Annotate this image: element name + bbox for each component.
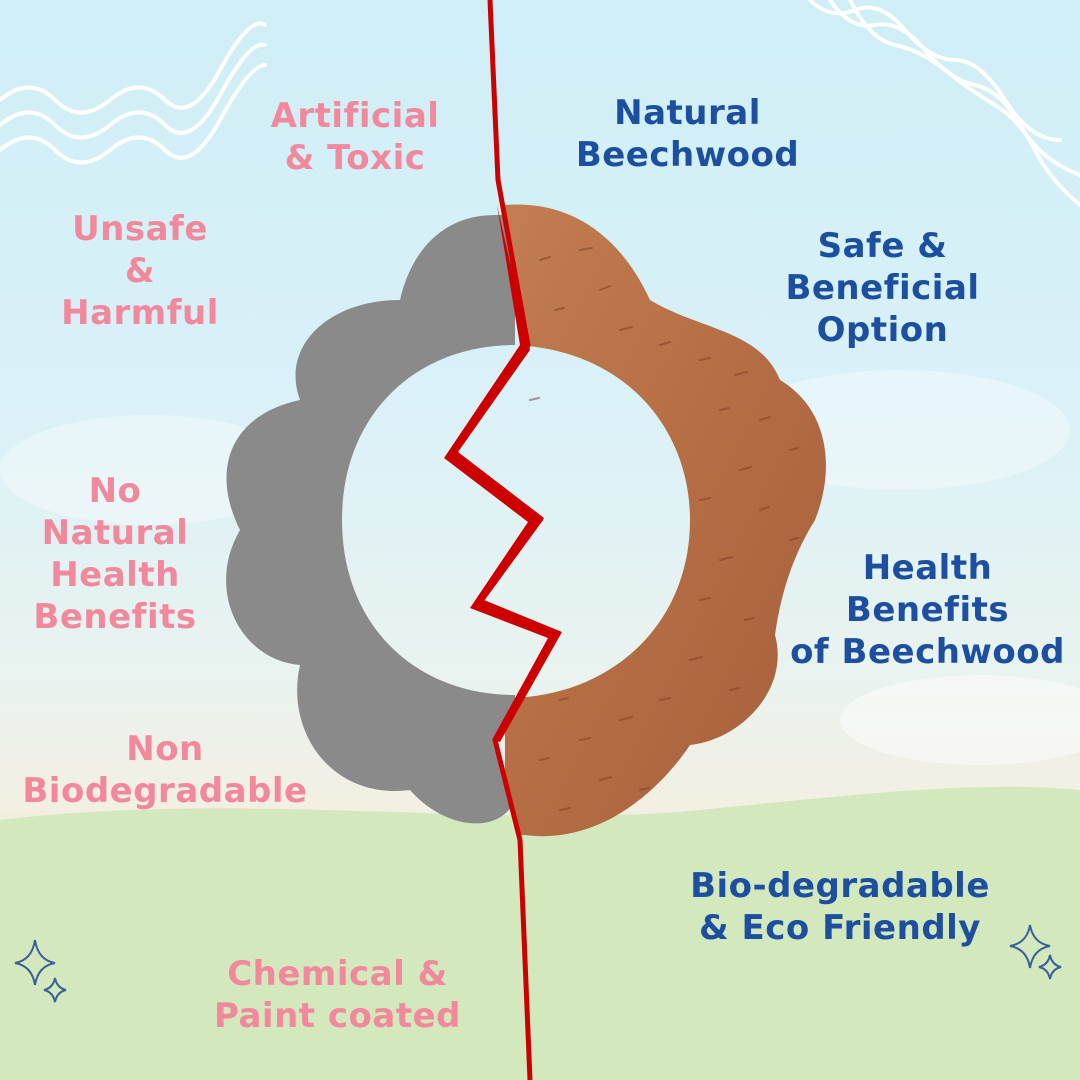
label-line: Bio-degradable xyxy=(690,866,990,906)
label-line: Safe & xyxy=(817,226,948,266)
label-chemical-paint: Chemical & Paint coated xyxy=(195,953,480,1037)
label-line: Option xyxy=(816,310,949,350)
label-line: of Beechwood xyxy=(790,632,1065,672)
sparkle-icon xyxy=(1009,924,1062,980)
label-line: No xyxy=(88,471,142,511)
label-no-natural-benefits: No Natural Health Benefits xyxy=(10,470,220,638)
label-line: Beneficial xyxy=(785,268,980,308)
label-artificial-toxic: Artificial & Toxic xyxy=(240,95,470,179)
label-line: Paint coated xyxy=(213,996,461,1036)
label-line: Unsafe xyxy=(72,209,208,249)
label-line: Chemical & xyxy=(227,954,448,994)
grass-hill xyxy=(0,786,1080,1080)
label-line: Benefits xyxy=(33,597,197,637)
label-line: Health xyxy=(50,555,180,595)
label-line: Natural xyxy=(614,93,761,133)
wave-decoration-left xyxy=(0,21,267,165)
sparkle-icon xyxy=(14,939,67,1003)
label-non-biodegradable: Non Biodegradable xyxy=(20,728,310,812)
label-health-benefits: Health Benefits of Beechwood xyxy=(780,547,1075,673)
wood-grain xyxy=(524,247,799,811)
label-line: Benefits xyxy=(845,590,1010,630)
label-line: Non xyxy=(126,729,204,769)
cloud xyxy=(0,415,300,525)
label-unsafe-harmful: Unsafe & Harmful xyxy=(40,208,240,334)
label-line: Artificial xyxy=(270,96,440,136)
label-line: & Toxic xyxy=(284,138,426,178)
wooden-teether-half xyxy=(505,204,826,837)
cloud xyxy=(840,675,1080,765)
wave-decoration-right xyxy=(808,0,1080,207)
label-natural-beechwood: Natural Beechwood xyxy=(565,92,810,176)
label-bio-eco: Bio-degradable & Eco Friendly xyxy=(670,865,1010,949)
label-line: Health xyxy=(862,548,993,588)
label-line: Beechwood xyxy=(575,135,800,175)
label-line: & xyxy=(124,251,156,291)
label-line: Biodegradable xyxy=(22,771,308,811)
label-line: Natural xyxy=(41,513,189,553)
label-safe-beneficial: Safe & Beneficial Option xyxy=(770,225,995,351)
label-line: Harmful xyxy=(61,293,219,333)
silicone-teether-half xyxy=(226,215,516,824)
label-line: & Eco Friendly xyxy=(699,908,981,948)
divider-bolt xyxy=(444,205,562,742)
